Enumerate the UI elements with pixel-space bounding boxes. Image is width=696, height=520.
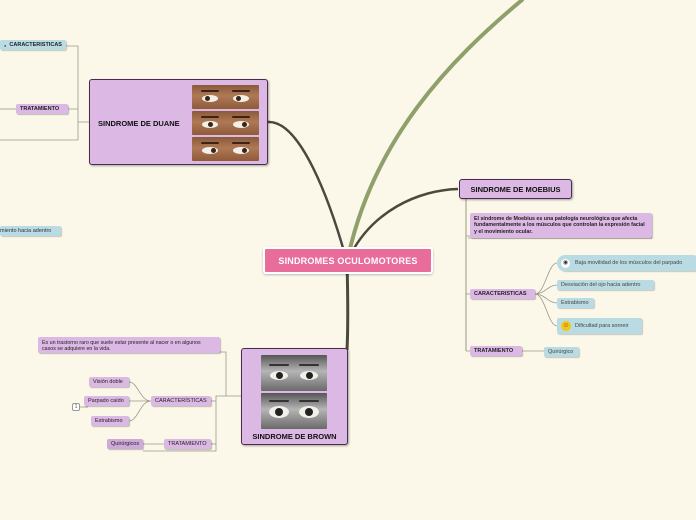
moebius-tratamiento-item[interactable]: Quirúrgico bbox=[544, 347, 579, 357]
eye-icon: ◉ bbox=[561, 259, 570, 268]
moebius-caracteristicas[interactable]: CARACTERISTICAS bbox=[470, 289, 535, 299]
brown-tratamiento[interactable]: TRATAMIENTO bbox=[164, 439, 211, 449]
brown-description: Es un trastorno raro que suele estar pre… bbox=[38, 337, 220, 353]
moebius-car-fan bbox=[535, 263, 557, 326]
brown-car-item-3[interactable]: Estrabismo bbox=[91, 416, 129, 426]
moebius-car-item-2[interactable]: Desviación del ojo hacia adentro bbox=[557, 280, 654, 290]
duane-title: SINDROME DE DUANE bbox=[98, 119, 180, 128]
dot-icon: ● bbox=[4, 43, 6, 48]
moebius-description: El síndrome de Moebius es una patología … bbox=[470, 213, 652, 238]
brown-photo-2 bbox=[261, 393, 327, 429]
branch-brown bbox=[347, 262, 348, 350]
moebius-car-item-4[interactable]: ☺ Dificultad para sonreir bbox=[557, 318, 642, 334]
duane-partial-item[interactable]: miento hacia adentro bbox=[0, 226, 61, 236]
moebius-car-item-3[interactable]: Estrabismo bbox=[557, 298, 594, 308]
moebius-car-item-1[interactable]: ◉ Baja movilidad de los músculos del par… bbox=[557, 255, 696, 271]
brown-title: SINDROME DE BROWN bbox=[242, 432, 347, 441]
brown-car-item-2[interactable]: Parpado caído bbox=[84, 396, 129, 406]
brown-count-badge[interactable]: 1 bbox=[72, 403, 80, 411]
brown-caracteristicas[interactable]: CARACTERÍSTICAS bbox=[151, 396, 211, 406]
duane-photo-2 bbox=[192, 111, 259, 135]
moebius-title: SINDROME DE MOEBIUS bbox=[470, 185, 560, 194]
brown-car-item-1[interactable]: Visión doble bbox=[89, 377, 129, 387]
smile-icon: ☺ bbox=[561, 321, 571, 331]
brown-photo-1 bbox=[261, 355, 327, 391]
brown-tratamiento-item[interactable]: Quirúrgicos bbox=[107, 439, 143, 449]
duane-node[interactable]: SINDROME DE DUANE bbox=[89, 79, 268, 165]
duane-photo-1 bbox=[192, 85, 259, 109]
duane-tratamiento[interactable]: TRATAMIENTO bbox=[16, 104, 68, 114]
brown-car-fan bbox=[129, 382, 151, 421]
brown-stem bbox=[220, 352, 241, 396]
branch-duane bbox=[268, 122, 347, 262]
duane-photo-3 bbox=[192, 137, 259, 161]
central-topic[interactable]: SINDROMES OCULOMOTORES bbox=[263, 247, 433, 274]
moebius-node[interactable]: SINDROME DE MOEBIUS bbox=[459, 179, 572, 199]
duane-stem bbox=[0, 46, 90, 140]
brown-node[interactable]: SINDROME DE BROWN bbox=[241, 348, 348, 445]
moebius-tratamiento[interactable]: TRATAMIENTO bbox=[470, 346, 522, 356]
central-topic-label: SINDROMES OCULOMOTORES bbox=[278, 256, 417, 266]
duane-caracteristicas[interactable]: ● CARACTERISTICAS bbox=[0, 40, 66, 50]
